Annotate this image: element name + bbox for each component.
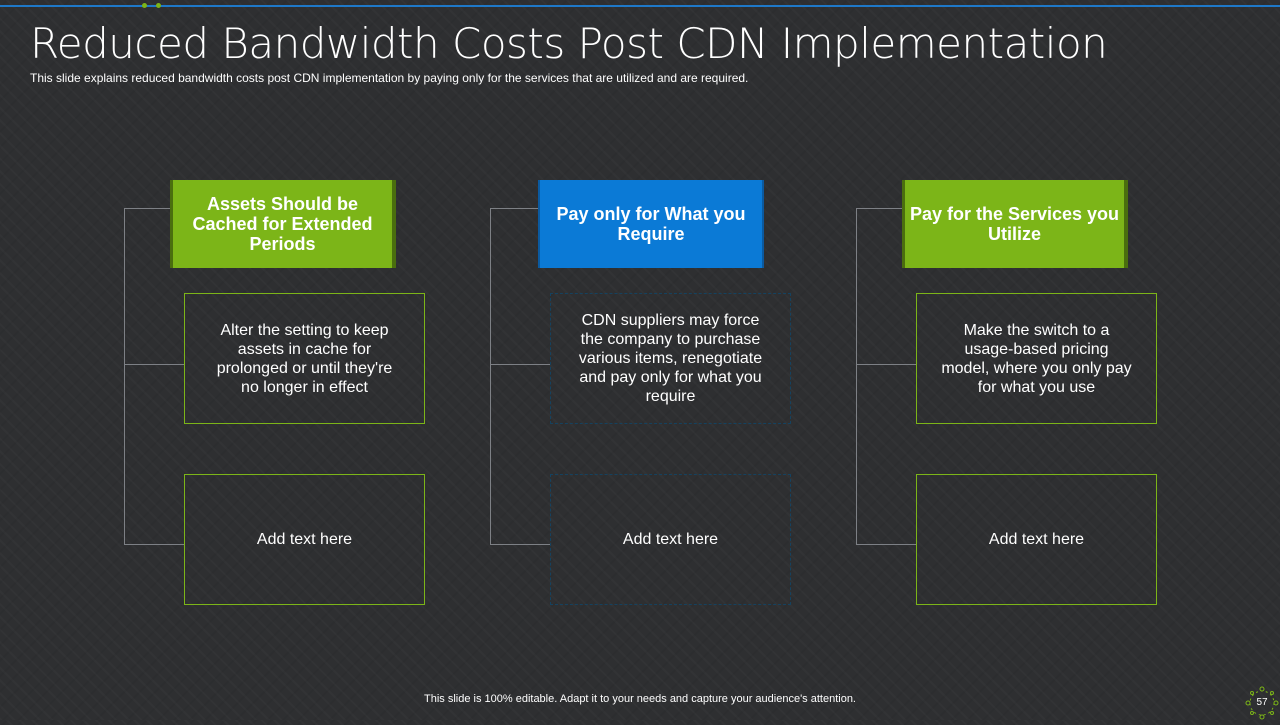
text-box[interactable]: Alter the setting to keep assets in cach… [184,293,425,424]
text-box-placeholder[interactable]: Add text here [184,474,425,605]
dotted-ring-icon [1245,686,1279,720]
column-header: Pay only for What you Require [538,180,764,268]
top-accent-line [0,5,1280,7]
connector-to-box [856,544,916,545]
slide-title: Reduced Bandwidth Costs Post CDN Impleme… [30,19,1108,68]
connector-to-box [490,544,550,545]
column-header: Assets Should be Cached for Extended Per… [170,180,396,268]
connector-vertical [124,208,125,545]
text-box-placeholder[interactable]: Add text here [550,474,791,605]
slide-subtitle: This slide explains reduced bandwidth co… [30,71,749,85]
connector-to-header [124,208,170,209]
connector-vertical [856,208,857,545]
connector-to-box [856,364,916,365]
top-accent-dot [156,3,161,8]
text-box-placeholder[interactable]: Add text here [916,474,1157,605]
column-header: Pay for the Services you Utilize [902,180,1128,268]
connector-to-header [856,208,902,209]
page-number: 57 [1256,697,1268,708]
top-accent-dot [142,3,147,8]
slide-footer: This slide is 100% editable. Adapt it to… [424,693,856,705]
connector-vertical [490,208,491,545]
connector-to-header [490,208,538,209]
connector-to-box [124,544,184,545]
connector-to-box [124,364,184,365]
connector-to-box [490,364,550,365]
text-box[interactable]: CDN suppliers may force the company to p… [550,293,791,424]
text-box[interactable]: Make the switch to a usage-based pricing… [916,293,1157,424]
page-number-badge: 57 [1245,686,1279,720]
